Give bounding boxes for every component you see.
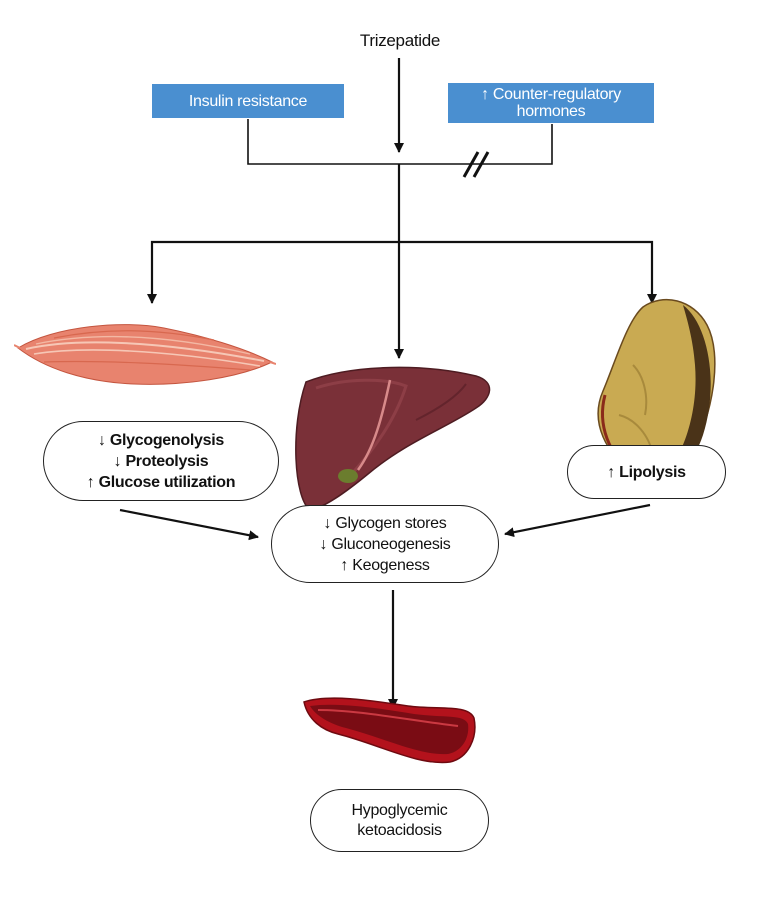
drug-label: Trizepatide bbox=[359, 31, 441, 50]
counter-regulatory-line-2: hormones bbox=[516, 103, 586, 120]
muscle-effects-box: ↓ Glycogenolysis ↓ Proteolysis ↑ Glucose… bbox=[43, 421, 279, 501]
outcome-line-1: Hypoglycemic bbox=[351, 801, 448, 819]
liver-effects-box: ↓ Glycogen stores ↓ Gluconeogenesis ↑ Ke… bbox=[271, 505, 499, 583]
fat-effects-box: ↑ Lipolysis bbox=[567, 445, 726, 499]
liver-effect-keogeness: ↑ Keogeness bbox=[340, 556, 430, 574]
liver-effect-gluconeogenesis: ↓ Gluconeogenesis bbox=[319, 535, 451, 553]
liver-icon bbox=[295, 366, 491, 511]
break-mark-1 bbox=[462, 151, 480, 178]
liver-effect-glycogen-stores: ↓ Glycogen stores bbox=[323, 514, 447, 532]
insulin-resistance-box: Insulin resistance bbox=[152, 84, 344, 118]
outcome-box: Hypoglycemic ketoacidosis bbox=[310, 789, 489, 852]
counter-regulatory-box: ↑ Counter-regulatory hormones bbox=[448, 83, 654, 123]
muscle-effect-glucose-utilization: ↑ Glucose utilization bbox=[86, 473, 236, 491]
counter-regulatory-line-1: ↑ Counter-regulatory bbox=[481, 86, 621, 103]
adipose-tissue-icon bbox=[597, 299, 716, 485]
blood-vessel-icon bbox=[303, 697, 476, 764]
muscle-to-liver-arrow bbox=[119, 508, 259, 541]
muscle-branch bbox=[147, 240, 399, 304]
muscle-effect-glycogenolysis: ↓ Glycogenolysis bbox=[98, 431, 224, 449]
insulin-resistance-label: Insulin resistance bbox=[188, 92, 308, 110]
fat-branch bbox=[399, 240, 657, 304]
fat-to-liver-arrow bbox=[504, 503, 651, 538]
fat-effect-lipolysis: ↑ Lipolysis bbox=[607, 463, 686, 481]
muscle-effect-proteolysis: ↓ Proteolysis bbox=[113, 452, 209, 470]
muscle-icon bbox=[14, 324, 276, 385]
break-mark-2 bbox=[472, 151, 490, 178]
outcome-line-2: ketoacidosis bbox=[357, 821, 442, 839]
